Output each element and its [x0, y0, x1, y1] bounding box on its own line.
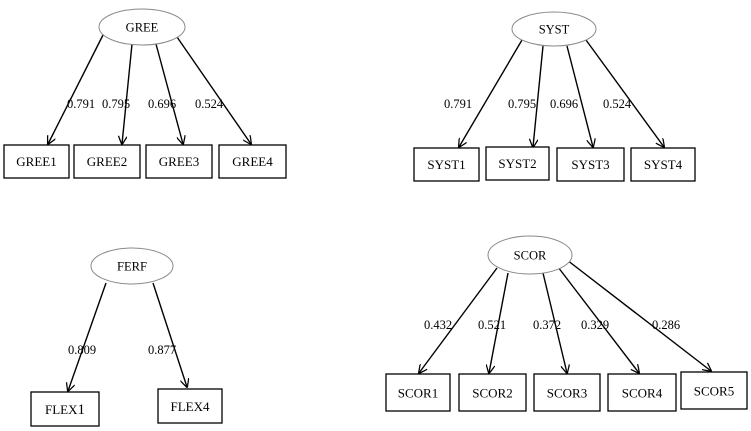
gree-indicator-label-3: GREE3: [159, 154, 199, 169]
gree-edge-3: [155, 43, 183, 144]
scor-latent-label: SCOR: [514, 249, 547, 263]
scor-edge-2: [489, 272, 509, 373]
scor-indicator-label-3: SCOR3: [547, 386, 587, 401]
syst-latent-label: SYST: [539, 23, 570, 37]
gree-loading-1: 0.791: [67, 97, 95, 111]
syst-edge-3: [566, 45, 593, 147]
syst-group: SYST 0.791 0.795 0.696 0.524 SYST1 SYST2…: [413, 11, 696, 182]
scor-loading-4: 0.329: [581, 318, 609, 332]
scor-loading-3: 0.372: [533, 318, 561, 332]
scor-indicator-box-3: [533, 373, 601, 412]
scor-indicator-box-4: [607, 373, 677, 412]
ferf-latent-node: [90, 247, 174, 285]
syst-loading-1: 0.791: [444, 97, 472, 111]
scor-indicator-label-2: SCOR2: [472, 386, 512, 401]
ferf-indicator-box-1: [30, 391, 100, 427]
gree-edge-4: [176, 36, 251, 144]
gree-indicator-label-1: GREE1: [16, 154, 56, 169]
syst-loading-4: 0.524: [603, 97, 632, 111]
syst-latent-node: [511, 11, 597, 47]
gree-indicator-label-2: GREE2: [87, 154, 127, 169]
gree-indicator-box-4: [218, 144, 287, 179]
scor-indicator-label-1: SCOR1: [398, 386, 438, 401]
gree-latent-label: GREE: [126, 21, 159, 35]
gree-indicator-box-2: [73, 144, 141, 179]
ferf-latent-label: FERF: [117, 260, 147, 274]
flex1-suffix: 1: [78, 402, 86, 418]
scor-loading-2: 0.521: [478, 318, 506, 332]
gree-indicator-box-1: [3, 144, 70, 179]
syst-indicator-label-4: SYST4: [644, 157, 683, 172]
scor-group: SCOR 0.432 0.521 0.372 0.329 0.286 SCOR1…: [385, 235, 748, 412]
ferf-indicator-label-1: FLEX1: [45, 402, 85, 418]
ferf-edge-1: [68, 282, 107, 391]
scor-latent-node: [487, 235, 573, 275]
scor-indicator-label-5: SCOR5: [694, 384, 734, 399]
syst-indicator-box-1: [413, 147, 480, 182]
scor-edge-3: [542, 272, 567, 373]
syst-edge-1: [459, 39, 523, 147]
syst-indicator-box-2: [485, 146, 550, 181]
syst-indicator-label-3: SYST3: [571, 157, 609, 172]
scor-indicator-box-2: [458, 373, 527, 412]
gree-loading-4: 0.524: [195, 97, 224, 111]
gree-edge-2: [122, 43, 133, 144]
scor-loading-1: 0.432: [424, 318, 452, 332]
gree-indicator-label-4: GREE4: [232, 154, 273, 169]
ferf-loading-1: 0.809: [68, 343, 96, 357]
ferf-indicator-label-2: FLEX4: [171, 399, 211, 414]
flex1-prefix: FLEX: [45, 402, 78, 417]
syst-indicator-label-2: SYST2: [498, 156, 536, 171]
scor-edge-5: [566, 259, 711, 371]
ferf-indicator-box-2: [157, 388, 223, 424]
ferf-loading-2: 0.877: [148, 343, 176, 357]
gree-edge-1: [48, 34, 104, 144]
gree-loading-3: 0.696: [148, 97, 176, 111]
syst-loading-2: 0.795: [508, 97, 536, 111]
gree-group: GREE 0.791 0.795 0.696 0.524 GREE1 GREE2…: [3, 8, 287, 179]
scor-edge-4: [557, 266, 639, 373]
scor-loading-5: 0.286: [652, 318, 680, 332]
gree-loading-2: 0.795: [102, 97, 130, 111]
syst-indicator-box-3: [556, 147, 625, 182]
gree-latent-node: [98, 8, 186, 46]
scor-indicator-box-1: [385, 373, 451, 412]
scor-edge-1: [419, 267, 498, 373]
syst-loading-3: 0.696: [550, 97, 578, 111]
scor-indicator-box-5: [680, 371, 748, 410]
syst-edge-4: [585, 39, 664, 147]
syst-indicator-label-1: SYST1: [427, 157, 465, 172]
syst-edge-2: [533, 45, 544, 147]
ferf-group: FERF 0.809 0.877 FLEX1 FLEX4: [30, 247, 223, 427]
syst-indicator-box-4: [630, 147, 696, 182]
gree-indicator-box-3: [145, 144, 213, 179]
scor-indicator-label-4: SCOR4: [622, 386, 663, 401]
ferf-edge-2: [152, 282, 187, 387]
